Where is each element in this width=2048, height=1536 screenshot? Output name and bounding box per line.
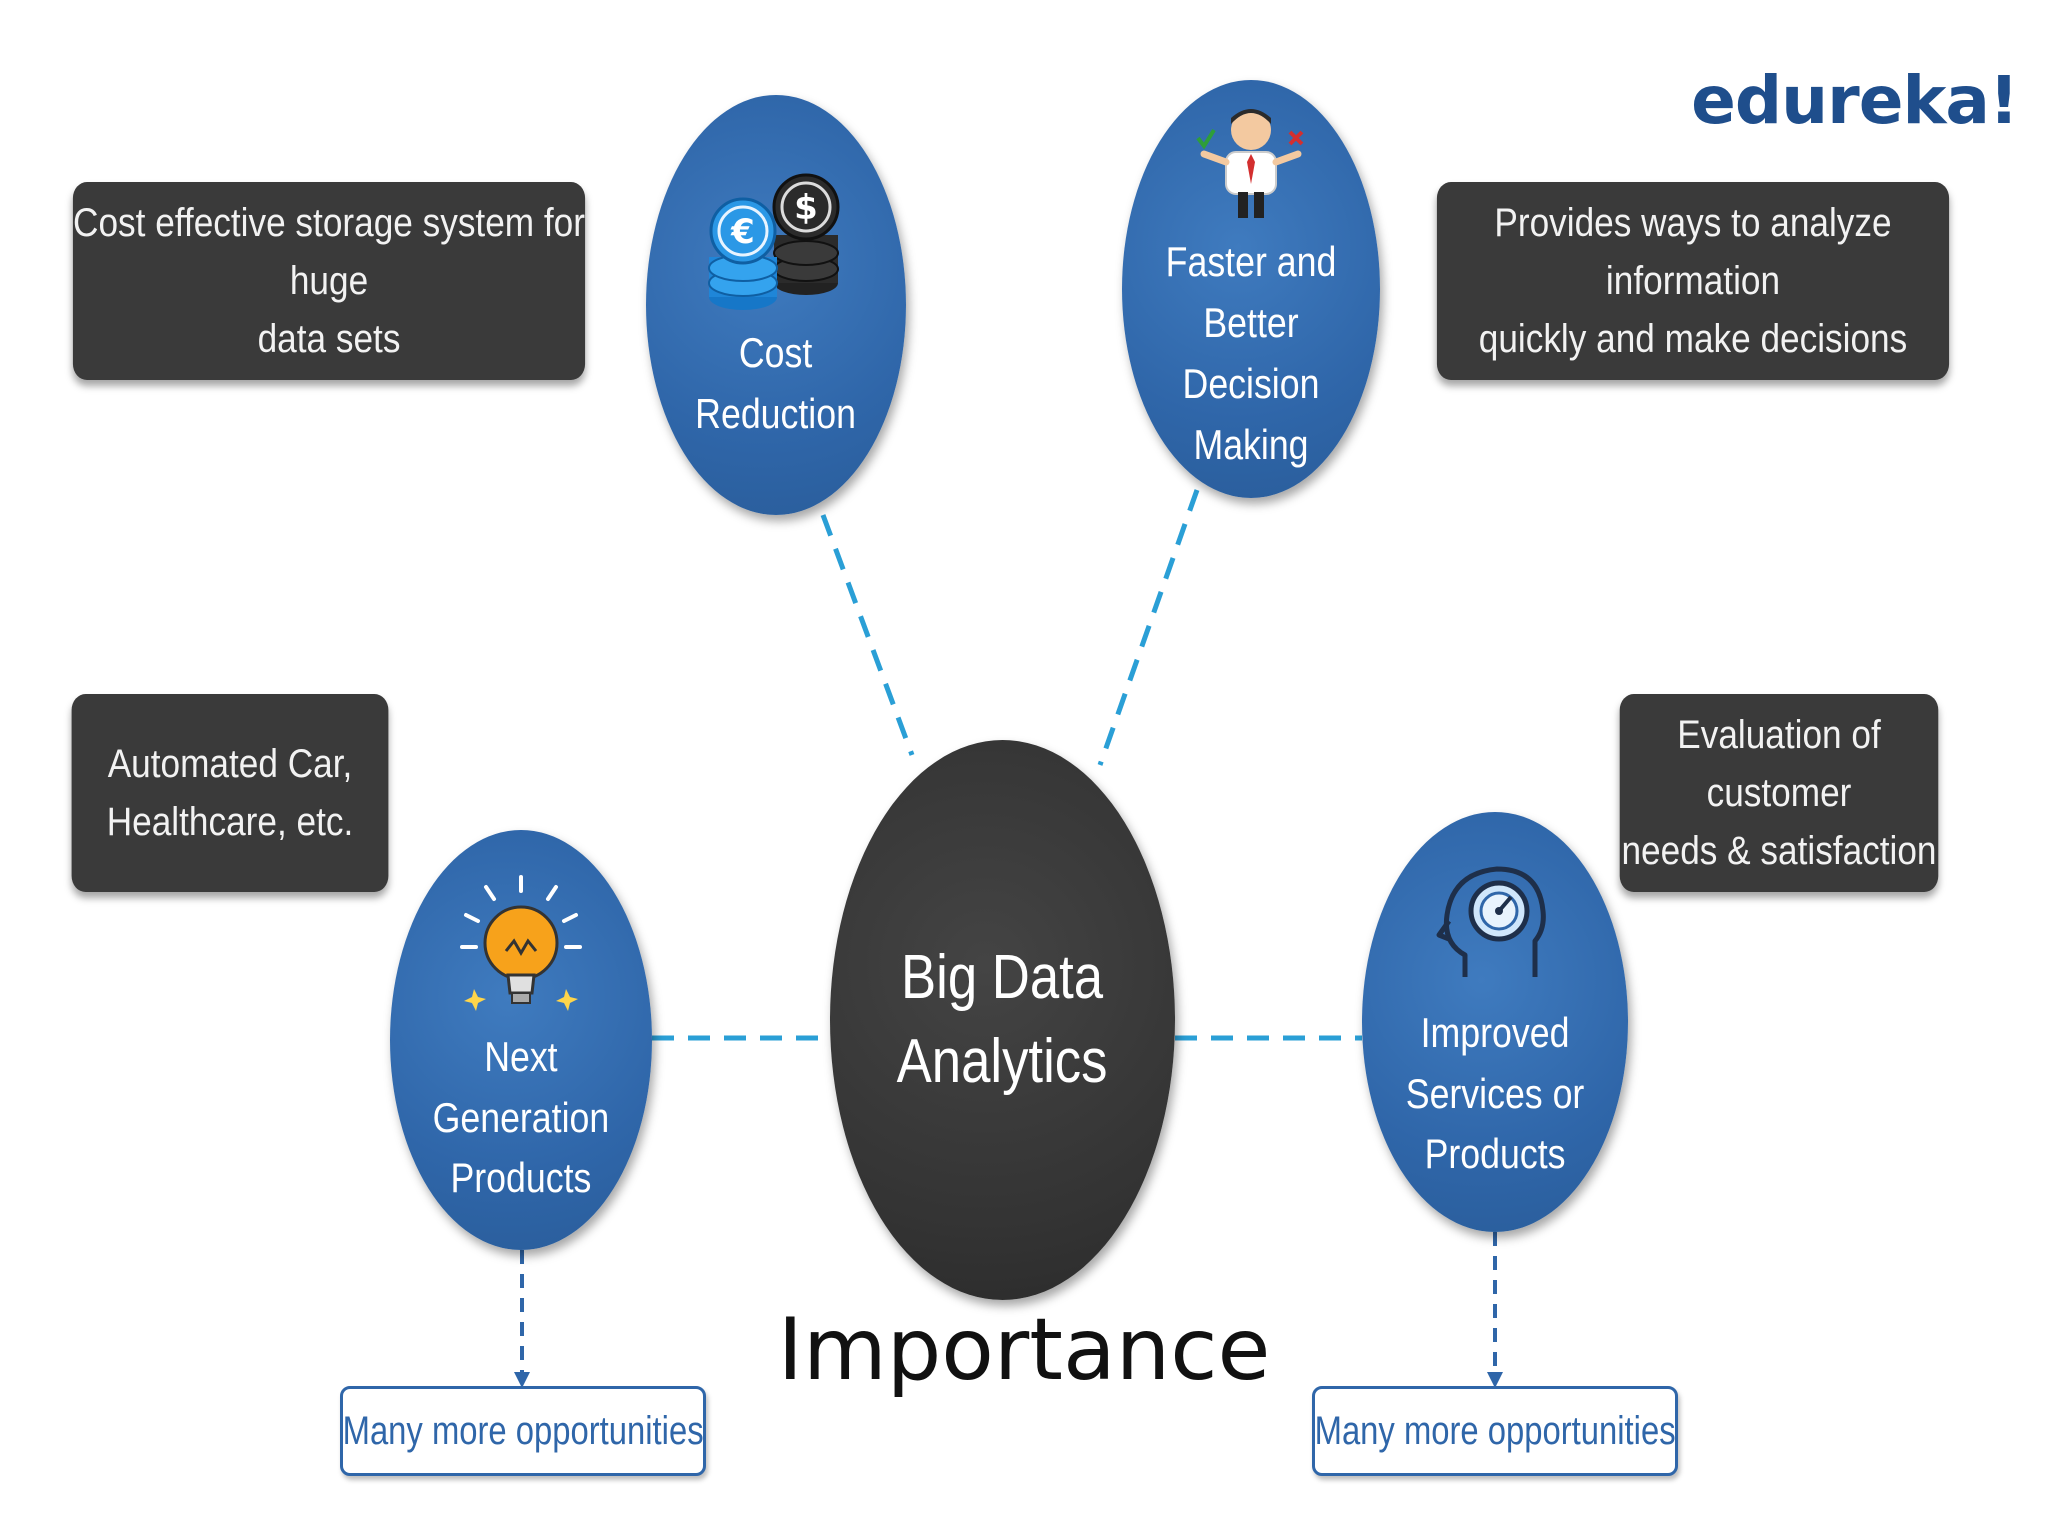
- cost-description-line-1: Cost effective storage system for huge: [73, 201, 585, 303]
- lightbulb-icon: [460, 874, 582, 1011]
- edureka-logo: edureka!: [1691, 62, 2019, 139]
- big-data-analytics-label: Big Data Analytics: [897, 943, 1108, 1096]
- cost-reduction-node: $ € Cost Reduction: [646, 95, 906, 515]
- decision-making-node: Faster and Better Decision Making: [1122, 80, 1380, 498]
- businessman-icon: [1196, 109, 1304, 219]
- decision-description-box: Provides ways to analyze information qui…: [1436, 182, 1950, 380]
- importance-caption: Importance: [777, 1300, 1271, 1400]
- improved-description-line-1: Evaluation of customer: [1677, 713, 1881, 815]
- decision-making-label: Faster and Better Decision Making: [1165, 238, 1337, 468]
- improved-description-box: Evaluation of customer needs & satisfact…: [1619, 694, 1939, 892]
- nextgen-opportunity-box: Many more opportunities: [340, 1386, 706, 1476]
- connector-decision: [1097, 489, 1200, 766]
- svg-text:€: €: [730, 212, 755, 252]
- big-data-analytics-node: Big Data Analytics: [830, 740, 1175, 1300]
- head-gauge-icon: [1436, 866, 1546, 977]
- decision-description-line-2: quickly and make decisions: [1478, 317, 1908, 361]
- next-generation-node: Next Generation Products: [390, 830, 652, 1250]
- cost-description-box: Cost effective storage system for huge d…: [72, 182, 586, 380]
- nextgen-description-line-2: Healthcare, etc.: [106, 800, 354, 844]
- improved-description-line-2: needs & satisfaction: [1621, 829, 1937, 873]
- arrowhead-nextgen: [514, 1372, 530, 1388]
- decision-description-line-1: Provides ways to analyze information: [1494, 201, 1892, 303]
- cost-description-line-2: data sets: [257, 317, 401, 361]
- improved-opportunity-label: Many more opportunities: [1314, 1408, 1676, 1453]
- next-generation-label: Next Generation Products: [432, 1032, 610, 1202]
- svg-text:$: $: [794, 188, 818, 228]
- improved-services-label: Improved Services or Products: [1405, 1008, 1585, 1178]
- arrowhead-improved: [1487, 1372, 1503, 1388]
- coins-icon: $ €: [708, 173, 840, 311]
- cost-reduction-label: Cost Reduction: [695, 329, 857, 437]
- improved-opportunity-box: Many more opportunities: [1312, 1386, 1678, 1476]
- connector-cost: [820, 514, 915, 756]
- nextgen-description-box: Automated Car, Healthcare, etc.: [71, 694, 389, 892]
- nextgen-opportunity-label: Many more opportunities: [342, 1408, 704, 1453]
- nextgen-description-line-1: Automated Car,: [107, 742, 353, 786]
- improved-services-node: Improved Services or Products: [1362, 812, 1628, 1232]
